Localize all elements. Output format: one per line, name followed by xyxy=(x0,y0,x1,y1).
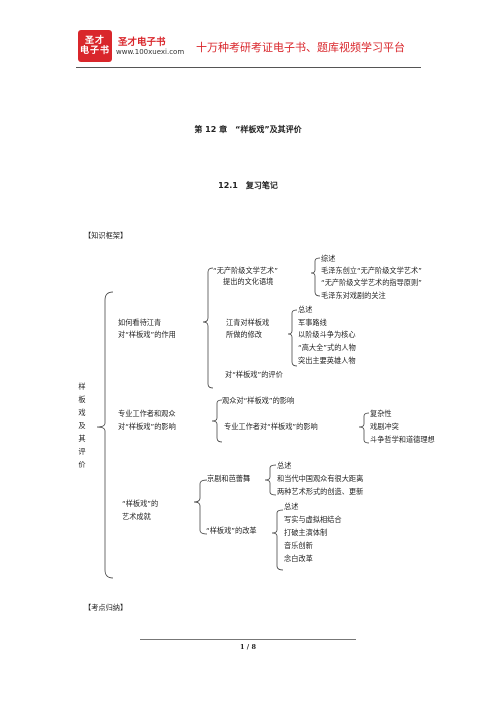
knowledge-framework-label: 【知识框架】 xyxy=(84,231,128,240)
root-char: 及 xyxy=(78,421,86,430)
root-char: 板 xyxy=(78,395,86,404)
b3-c1-label: 京剧和芭蕾舞 xyxy=(207,474,251,483)
b1-c2-label-line2: 所做的修改 xyxy=(226,330,262,339)
b1-c1-label-line1: “无产阶级文学艺术” xyxy=(213,266,278,275)
branch2-label-line2: 对“样板戏”的影响 xyxy=(118,422,176,431)
brand-logo: 圣才 电子书 xyxy=(78,30,112,62)
b1-c1-leaf: 综述 xyxy=(321,254,336,263)
b1-c1-leaf: 毛泽东创立“无产阶级文学艺术” xyxy=(321,266,422,275)
b2-c1-label: 观众对“样板戏”的影响 xyxy=(222,396,295,405)
branch2-label-line1: 专业工作者和观众 xyxy=(118,409,176,418)
b2-c2-leaf: 斗争哲学和道德理想 xyxy=(370,435,435,444)
b3-c2-label: “样板戏”的改革 xyxy=(206,526,257,535)
header-divider xyxy=(76,67,421,68)
b3-c2-leaf: 总述 xyxy=(284,502,299,511)
header-slogan: 十万种考研考证电子书、题库视频学习平台 xyxy=(196,41,405,54)
chapter-title: 第 12 章 “样板戏”及其评价 xyxy=(194,125,302,134)
root-char: 价 xyxy=(78,460,86,469)
branch3-label-line1: “样板戏”的 xyxy=(122,499,159,508)
b1-c2-label-line1: 江青对样板戏 xyxy=(226,318,270,327)
root-char: 其 xyxy=(78,434,86,443)
branch3-label-line2: 艺术成就 xyxy=(122,512,151,521)
b2-c2-leaf: 复杂性 xyxy=(370,409,392,418)
b3-c1-leaf: 两种艺术形式的创造、更新 xyxy=(277,487,364,496)
b3-c2-leaf: 打破主演体制 xyxy=(284,528,328,537)
branch1-label-line2: 对“样板戏”的作用 xyxy=(118,330,176,339)
root-char: 样 xyxy=(78,382,86,391)
b1-c2-leaf: 以阶级斗争为核心 xyxy=(298,330,356,339)
b3-c2-leaf: 念白改革 xyxy=(284,554,313,563)
logo-text-bottom: 电子书 xyxy=(79,46,110,56)
logo-text-top: 圣才 xyxy=(84,36,105,46)
b1-c3-label: 对“样板戏”的评价 xyxy=(225,370,283,379)
b2-c2-label: 专业工作者对“样板戏”的影响 xyxy=(224,422,318,431)
b1-c2-leaf: 军事路线 xyxy=(298,318,327,327)
b3-c1-leaf: 和当代中国观众有很大距离 xyxy=(277,474,364,483)
b3-c1-leaf: 总述 xyxy=(277,461,292,470)
key-points-label: 【考点归纳】 xyxy=(84,603,128,612)
branch1-label-line1: 如何看待江青 xyxy=(118,318,162,327)
b1-c1-leaf: 毛泽东对戏剧的关注 xyxy=(321,291,386,300)
section-title: 12.1 复习笔记 xyxy=(218,181,278,190)
b2-c2-leaf: 戏剧冲突 xyxy=(370,422,399,431)
b3-c2-leaf: 音乐创新 xyxy=(284,541,313,550)
page-number: 1 / 8 xyxy=(240,643,256,651)
b1-c1-leaf: “无产阶级文学艺术的指导原则” xyxy=(321,278,422,287)
b1-c1-label-line2: 提出的文化语境 xyxy=(223,277,274,286)
b1-c2-leaf: “高大全”式的人物 xyxy=(298,343,356,352)
footer-divider xyxy=(140,639,356,640)
root-char: 评 xyxy=(78,447,86,456)
brand-url[interactable]: www.100xuexi.com xyxy=(116,48,185,56)
b1-c2-leaf: 总述 xyxy=(298,305,313,314)
root-char: 戏 xyxy=(78,408,86,417)
b3-c2-leaf: 写实与虚拟相结合 xyxy=(284,515,342,524)
brand-name: 圣才电子书 xyxy=(118,37,166,48)
b1-c2-leaf: 突出主要英雄人物 xyxy=(298,356,356,365)
